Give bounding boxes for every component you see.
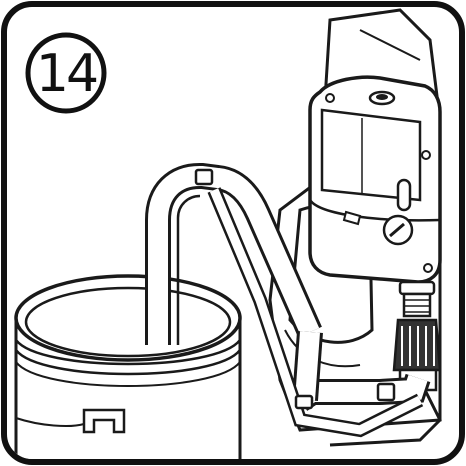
suction-tube-icon	[145, 163, 431, 438]
sprayer-pump-head-icon	[308, 75, 442, 284]
paint-bucket-icon	[14, 274, 242, 459]
step-circle	[25, 32, 107, 114]
